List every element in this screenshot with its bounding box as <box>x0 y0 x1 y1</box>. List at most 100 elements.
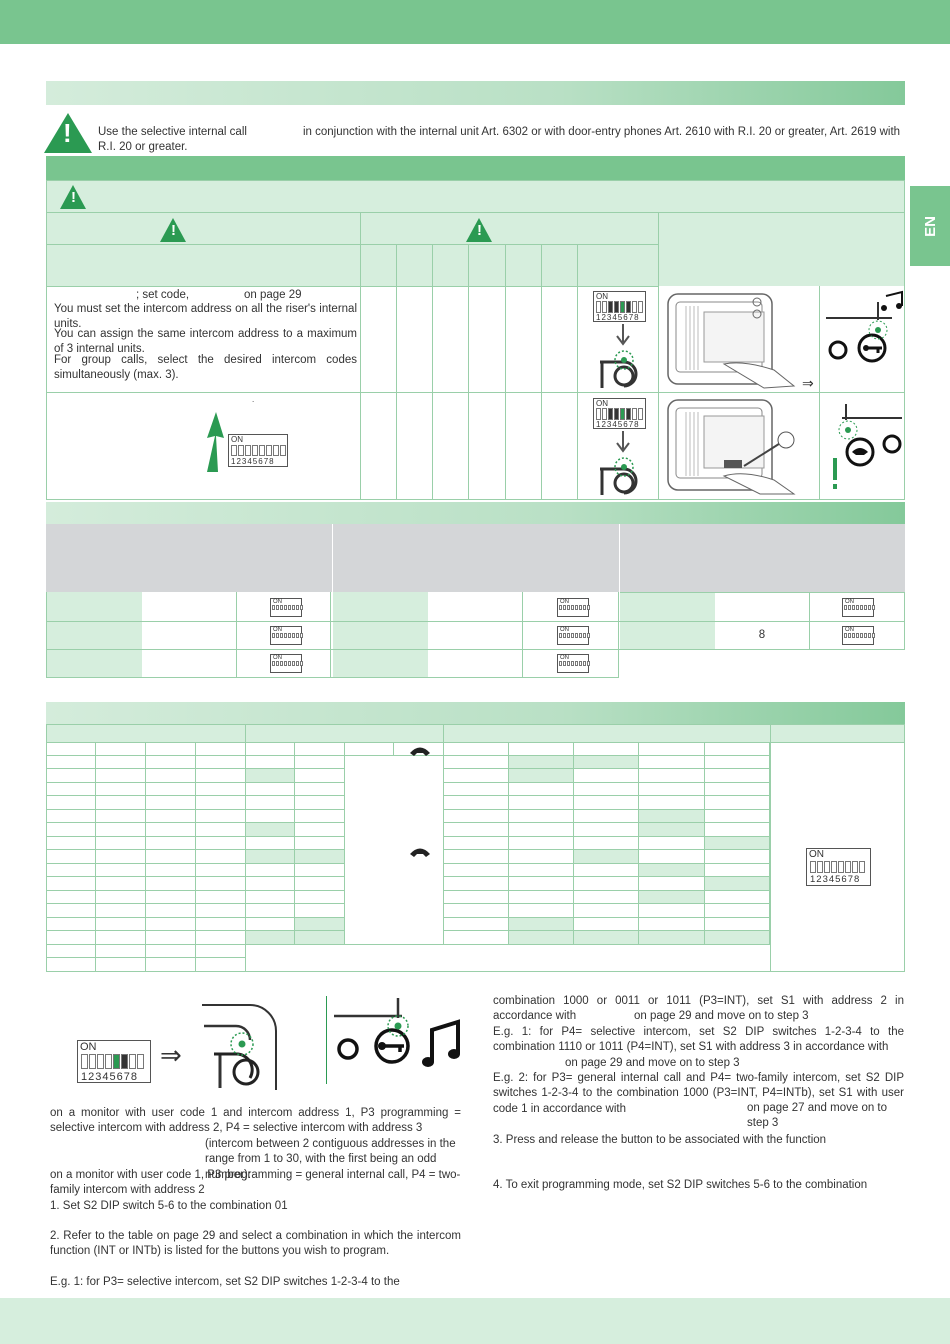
table3-cell <box>295 931 345 945</box>
table3-cell <box>705 742 770 756</box>
mini-dip-switch: ON <box>842 626 875 645</box>
table3-cell <box>196 823 246 837</box>
dip-switch: ON 12345678 <box>77 1040 151 1083</box>
table3-cell <box>146 944 196 958</box>
table3-cell <box>705 796 770 810</box>
table3-cell <box>46 742 96 756</box>
table3-cell <box>46 917 96 931</box>
table3-cell <box>146 850 196 864</box>
key-music-symbol <box>826 290 903 363</box>
warning-icon: ! <box>160 218 186 242</box>
table3-cell <box>46 755 96 769</box>
table3-cell <box>705 904 770 918</box>
row1-page-ref: on page 29 <box>244 289 302 301</box>
warning-icon: ! <box>466 218 492 242</box>
table3-cell <box>444 850 509 864</box>
table3-cell <box>96 890 146 904</box>
table3-cell <box>196 809 246 823</box>
table3-cell <box>295 755 345 769</box>
table3-cell <box>574 809 639 823</box>
table3-cell <box>574 877 639 891</box>
table3-cell <box>146 904 196 918</box>
table3-cell <box>46 890 96 904</box>
table3-cell <box>574 850 639 864</box>
left-example-1: E.g. 1: for P3= selective intercom, set … <box>50 1276 400 1288</box>
table3-cell <box>509 904 574 918</box>
table3-cell <box>46 904 96 918</box>
table3-cell <box>295 917 345 931</box>
table3-cell <box>444 863 509 877</box>
table3-cell <box>146 917 196 931</box>
table3-cell <box>444 742 509 756</box>
table3-cell <box>196 742 246 756</box>
table3-cell <box>246 877 295 891</box>
table3-cell <box>509 796 574 810</box>
table3-cell <box>96 742 146 756</box>
table3-cell <box>295 863 345 877</box>
table3-cell <box>196 944 246 958</box>
table3-cell <box>705 850 770 864</box>
table3-cell <box>574 863 639 877</box>
right-para-3: E.g. 2: for P3= general internal call an… <box>493 1072 904 1115</box>
table3-cell <box>146 890 196 904</box>
row2-mark: . <box>252 395 255 404</box>
table3-cell <box>96 958 146 972</box>
warning-text-part2: in conjunction with the internal unit Ar… <box>98 126 901 154</box>
table3-cell <box>444 917 509 931</box>
left-para-3: on a monitor with user code 1, P3 progra… <box>50 1169 461 1197</box>
right-ref-2: on page 29 and move on to step 3 <box>565 1057 740 1069</box>
table2-label-cell <box>46 592 142 678</box>
table3-cell <box>574 917 639 931</box>
table3-cell <box>196 877 246 891</box>
row1-para3: For group calls, select the desired inte… <box>54 354 357 382</box>
phone-icon <box>408 744 432 758</box>
table3-cell <box>444 904 509 918</box>
table3-cell <box>46 877 96 891</box>
table3-cell <box>295 877 345 891</box>
table3-cell <box>146 931 196 945</box>
table3-cell <box>246 742 295 756</box>
led-button-diagram <box>600 431 638 495</box>
table3-cell <box>246 890 295 904</box>
table3-cell <box>639 755 705 769</box>
table2-label-cell <box>333 592 428 678</box>
key-music-symbol <box>334 998 460 1067</box>
table3-cell <box>394 742 444 756</box>
monitor-illustration <box>667 399 796 495</box>
table3-cell <box>146 877 196 891</box>
table3-cell <box>639 742 705 756</box>
table3-cell <box>146 742 196 756</box>
table3-cell <box>96 823 146 837</box>
svg-text:⇒: ⇒ <box>802 375 814 390</box>
table3-cell <box>246 769 295 783</box>
table3-cell <box>639 877 705 891</box>
dip-switch: ON 12345678 <box>806 848 871 886</box>
table3-cell <box>509 809 574 823</box>
table3-cell <box>574 742 639 756</box>
table3-cell <box>196 836 246 850</box>
mini-dip-switch: ON <box>270 654 303 673</box>
table3-cell <box>639 796 705 810</box>
table3-cell <box>196 769 246 783</box>
table3-cell <box>246 823 295 837</box>
table3-cell <box>46 809 96 823</box>
table3-cell <box>46 836 96 850</box>
table3-cell <box>146 809 196 823</box>
table3-cell <box>509 755 574 769</box>
table3-cell <box>574 904 639 918</box>
mini-dip-switch: ON <box>557 598 590 617</box>
table3-cell <box>444 782 509 796</box>
table3-cell <box>295 850 345 864</box>
table3-cell <box>444 755 509 769</box>
section-header-band <box>46 81 905 105</box>
table3-cell <box>705 863 770 877</box>
table3-cell <box>345 742 394 756</box>
mini-dip-switch: ON <box>270 626 303 645</box>
table3-cell <box>639 890 705 904</box>
table1-title-bar <box>46 156 905 180</box>
table3-cell <box>639 904 705 918</box>
table3-cell <box>295 809 345 823</box>
table3-cell <box>246 850 295 864</box>
table3-cell <box>444 890 509 904</box>
language-tab[interactable]: EN <box>910 186 950 266</box>
